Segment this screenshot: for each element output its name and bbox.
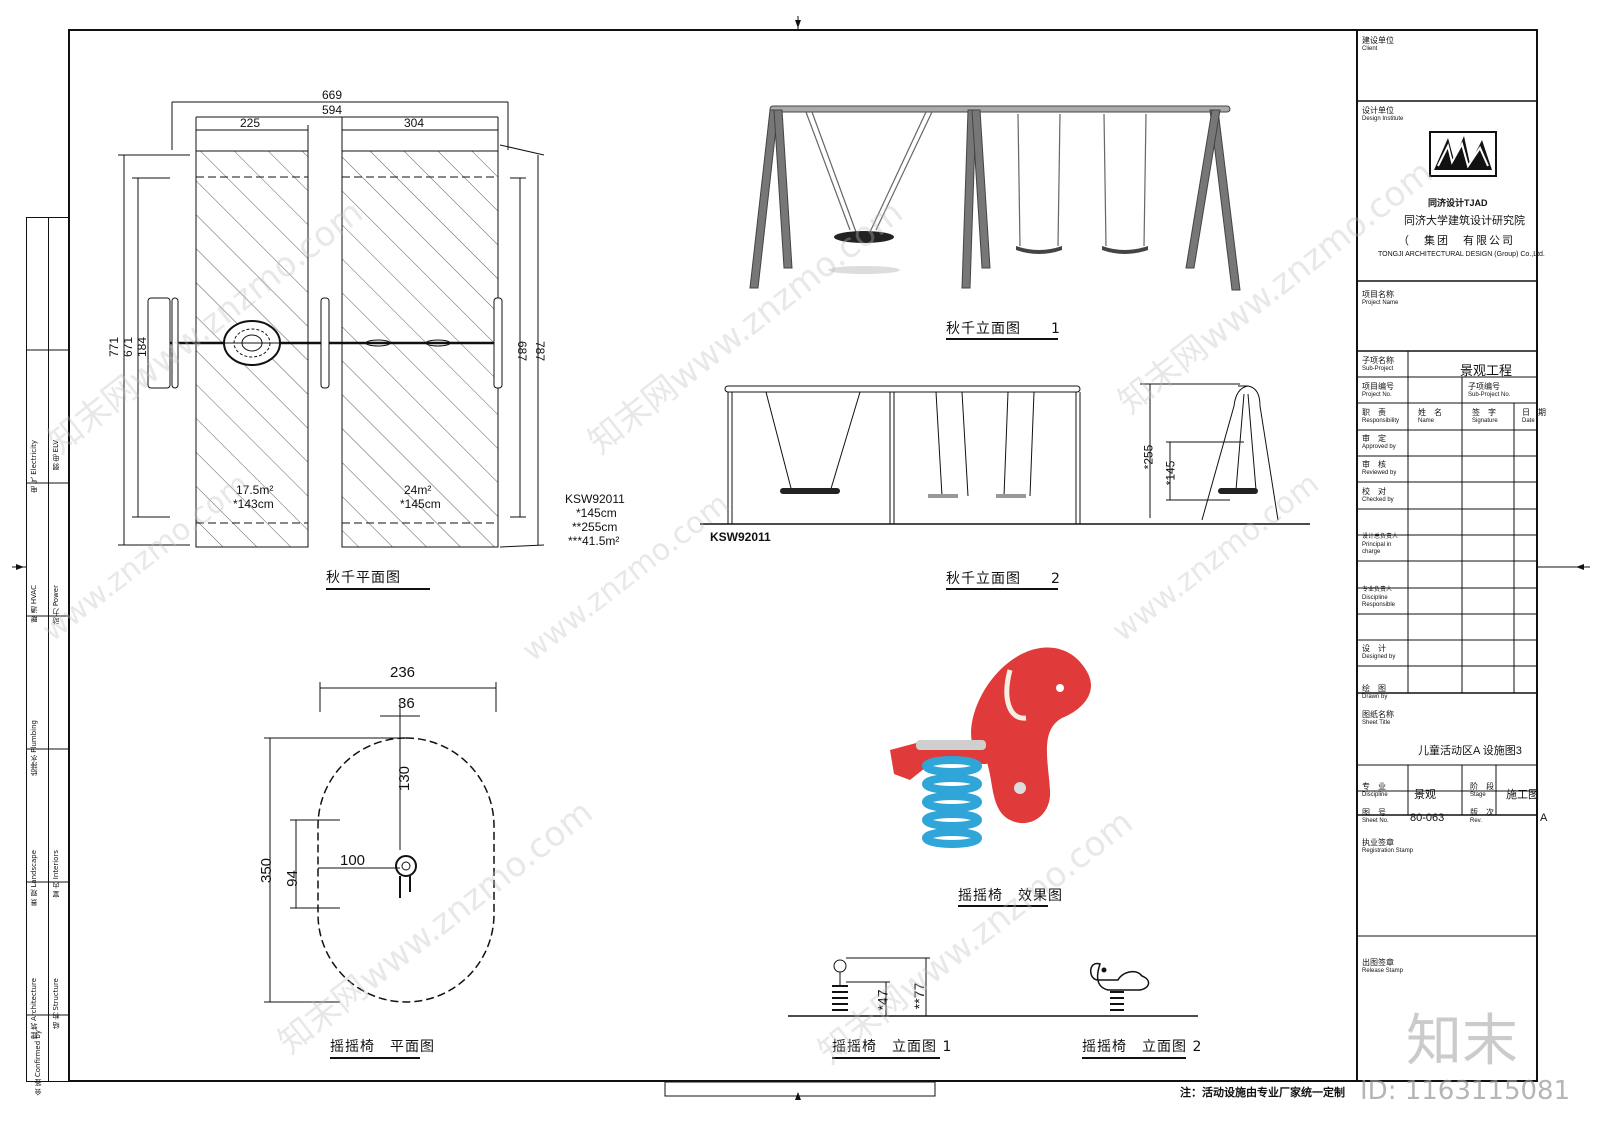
model-code: KSW92011: [565, 492, 625, 506]
dim-350: 350: [258, 857, 276, 884]
model-note-1: *145cm: [576, 506, 617, 520]
dim-236: 236: [390, 664, 416, 681]
footnote: 注：活动设施由专业厂家统一定制: [1180, 1086, 1345, 1099]
elev2-model-code: KSW92011: [710, 530, 771, 544]
discipline-value: 景观: [1414, 789, 1436, 801]
dim-594: 594: [322, 103, 343, 117]
firm-name-cn: 同济大学建筑设计研究院: [1404, 215, 1525, 227]
caption-underline: [326, 588, 430, 590]
rocker-render: [890, 647, 1091, 848]
rocker-elevations-drawing: [788, 957, 1198, 1017]
area2-height: *145cm: [400, 497, 441, 511]
dim-225: 225: [240, 116, 261, 130]
dim-36: 36: [398, 695, 415, 712]
tjad-logo-icon: [1429, 131, 1497, 177]
dim-771: 771: [107, 336, 122, 358]
dim-130: 130: [396, 765, 414, 792]
caption-underline: [1082, 1057, 1186, 1059]
tjad-logo-text: 同济设计TJAD: [1428, 198, 1488, 208]
caption-swing-plan: 秋千平面图: [326, 570, 401, 586]
stage-value: 施工图: [1506, 789, 1539, 801]
model-note-3: ***41.5m²: [568, 534, 620, 548]
dim-145: *145: [1163, 460, 1178, 486]
rev-value: A: [1540, 812, 1548, 824]
dim-669: 669: [322, 88, 343, 102]
watermark-id: ID: 1163115081: [1360, 1076, 1571, 1106]
dim-304: 304: [404, 116, 425, 130]
caption-rocker-render: 摇摇椅 效果图: [958, 888, 1063, 904]
caption-underline: [832, 1057, 940, 1059]
left-strip-grid: [26, 349, 70, 1016]
swing-elevation-1-render: [749, 105, 1241, 291]
area2-label: 24m²: [404, 483, 432, 497]
dim-787: 787: [533, 340, 548, 362]
caption-underline: [330, 1057, 420, 1059]
caption-rocker-elev1: 摇摇椅 立面图 1: [832, 1039, 953, 1055]
title-block: [1356, 29, 1540, 1082]
area1-label: 17.5m²: [236, 483, 274, 497]
dim-255: *255: [1141, 444, 1156, 470]
firm-group-cn: （ 集团 有限公司: [1398, 235, 1515, 247]
dim-100: 100: [340, 852, 366, 869]
firm-name-en: TONGJI ARCHITECTURAL DESIGN (Group) Co.,…: [1378, 251, 1545, 258]
caption-underline: [958, 905, 1048, 907]
title-block-grid: [1356, 100, 1538, 937]
sheet-no-value: 80-063: [1410, 812, 1445, 824]
strip-divider: [48, 217, 49, 1082]
caption-swing-elev2: 秋千立面图 2: [946, 571, 1061, 587]
swing-plan-drawing: [118, 101, 545, 548]
sub-project-value: 景观工程: [1460, 363, 1513, 378]
caption-rocker-elev2: 摇摇椅 立面图 2: [1082, 1039, 1203, 1055]
dim-94: 94: [283, 870, 301, 887]
caption-underline: [946, 338, 1058, 340]
rocker-plan-drawing: [264, 682, 497, 1003]
caption-underline: [946, 588, 1058, 590]
model-note-2: **255cm: [572, 520, 618, 534]
dim-687: 687: [515, 340, 530, 362]
swing-elevation-2-drawing: [700, 383, 1310, 525]
caption-swing-elev1: 秋千立面图 1: [946, 321, 1061, 337]
watermark-brand: 知末: [1406, 1009, 1518, 1074]
area1-height: *143cm: [233, 497, 274, 511]
caption-rocker-plan: 摇摇椅 平面图: [330, 1039, 435, 1055]
sheet-title-value: 儿童活动区A 设施图3: [1418, 745, 1522, 757]
